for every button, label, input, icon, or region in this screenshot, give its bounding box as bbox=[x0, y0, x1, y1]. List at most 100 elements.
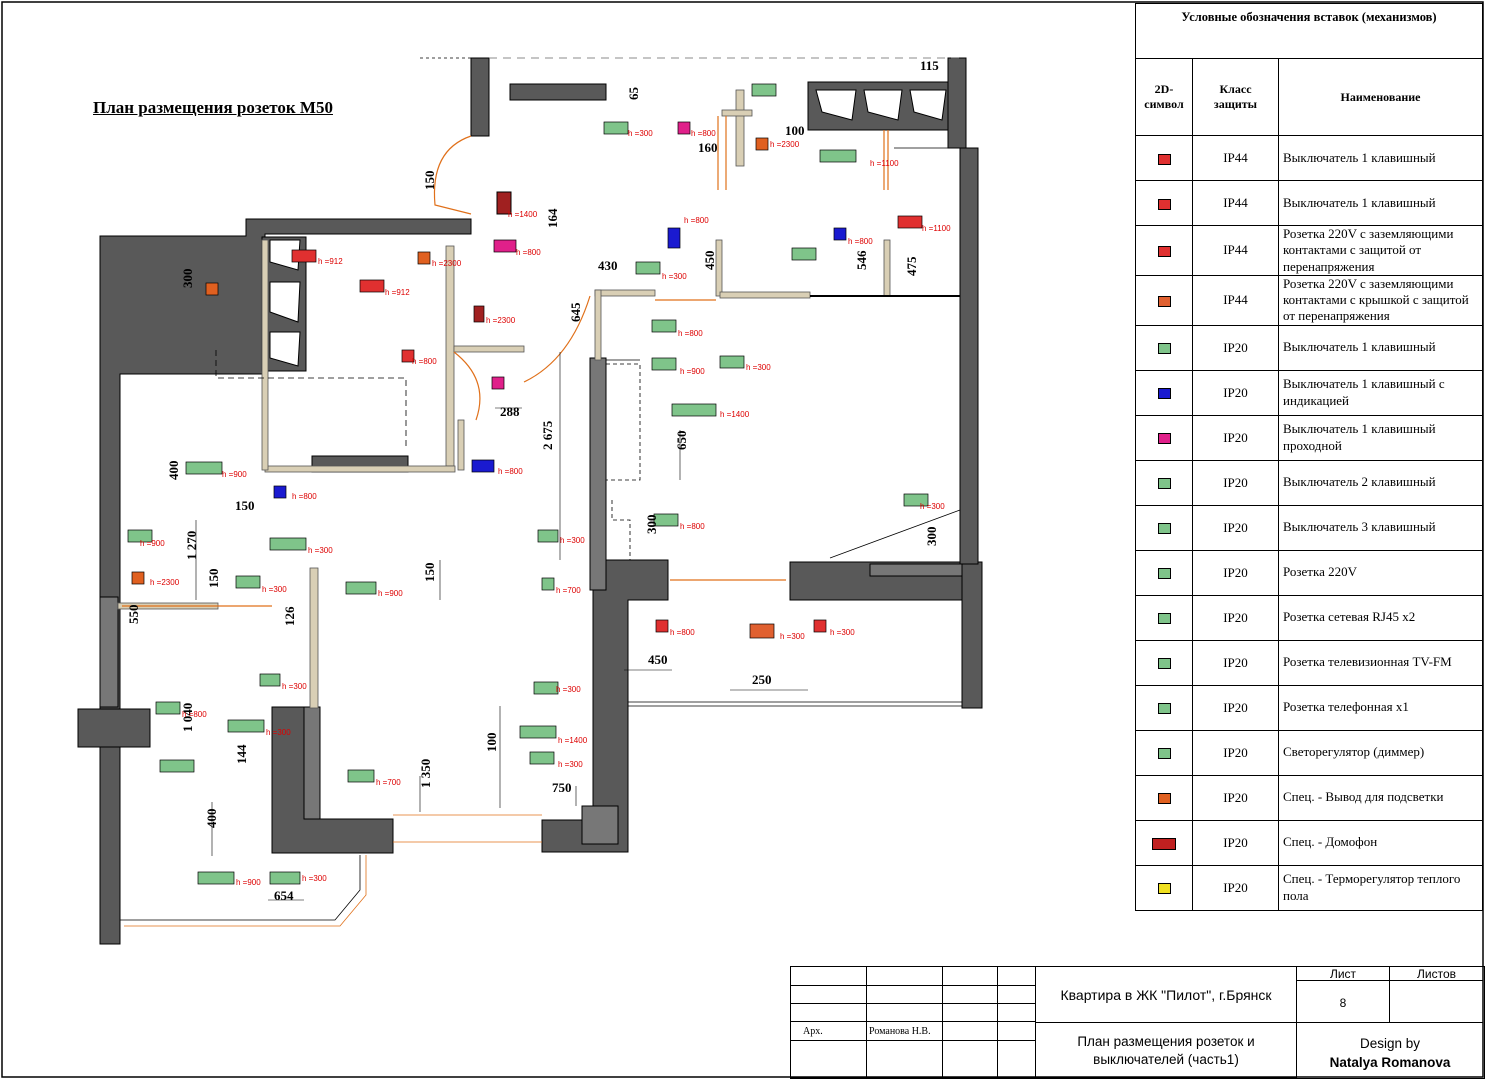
height-label: h =300 bbox=[558, 760, 583, 769]
legend-title: Условные обозначения вставок (механизмов… bbox=[1135, 3, 1483, 59]
legend-name: Розетка 220V bbox=[1278, 549, 1483, 596]
dimension-label: 1 350 bbox=[418, 758, 433, 788]
dimension-label: 100 bbox=[785, 123, 805, 138]
stamp-sheet-number: 8 bbox=[1339, 996, 1347, 1010]
height-label: h =300 bbox=[302, 874, 327, 883]
legend-symbol-icon bbox=[1157, 388, 1171, 400]
legend-symbol-icon bbox=[1157, 433, 1171, 445]
partitions bbox=[117, 89, 891, 709]
height-label: h =900 bbox=[236, 878, 261, 887]
height-label: h =900 bbox=[378, 589, 403, 598]
legend-symbol-icon bbox=[1157, 748, 1171, 760]
legend-symbol bbox=[1135, 274, 1193, 326]
legend-class: IP20 bbox=[1192, 414, 1279, 461]
dimension-label: 546 bbox=[854, 250, 869, 271]
dimension-label: 475 bbox=[904, 256, 919, 277]
dimension-label: 450 bbox=[702, 250, 717, 271]
height-label: h =300 bbox=[920, 502, 945, 511]
stamp-sheets-label: Листов bbox=[1417, 967, 1456, 981]
height-label: h =1100 bbox=[922, 224, 951, 233]
legend-symbol-icon bbox=[1157, 198, 1171, 210]
legend-symbol bbox=[1135, 774, 1193, 821]
dimension-label: 400 bbox=[204, 808, 219, 829]
legend-name: Спец. - Терморегулятор теплого пола bbox=[1278, 864, 1483, 911]
legend-symbol-icon bbox=[1157, 613, 1171, 625]
height-label: h =800 bbox=[498, 467, 523, 476]
legend-name: Розетка телевизионная TV-FM bbox=[1278, 639, 1483, 686]
legend-header-class: Класс защиты bbox=[1192, 58, 1279, 136]
legend-class: IP20 bbox=[1192, 504, 1279, 551]
legend-class: IP20 bbox=[1192, 819, 1279, 866]
orange-lines bbox=[122, 116, 889, 607]
legend-symbol bbox=[1135, 369, 1193, 416]
legend-header-name: Наименование bbox=[1278, 58, 1483, 136]
legend-class: IP20 bbox=[1192, 774, 1279, 821]
legend-symbol-icon bbox=[1152, 837, 1176, 850]
dimension-label: 550 bbox=[126, 604, 141, 625]
height-label: h =1400 bbox=[558, 736, 588, 745]
height-label: h =300 bbox=[560, 536, 585, 545]
legend-class: IP20 bbox=[1192, 639, 1279, 686]
legend-class: IP20 bbox=[1192, 324, 1279, 371]
dimension-lines bbox=[195, 352, 808, 901]
height-label: h =300 bbox=[746, 363, 771, 372]
height-label: h =2300 bbox=[486, 316, 516, 325]
height-label: h =300 bbox=[308, 546, 333, 555]
legend-name: Розетка сетевая RJ45 x2 bbox=[1278, 594, 1483, 641]
legend-name: Выключатель 1 клавишный с индикацией bbox=[1278, 369, 1483, 416]
height-label: h =912 bbox=[318, 257, 343, 266]
legend-symbol bbox=[1135, 459, 1193, 506]
legend-symbol bbox=[1135, 225, 1193, 276]
height-label: h =800 bbox=[680, 522, 705, 531]
dimension-label: 650 bbox=[674, 430, 689, 451]
dimension-label: 750 bbox=[552, 780, 572, 795]
legend-class: IP20 bbox=[1192, 864, 1279, 911]
dimension-label: 160 bbox=[698, 140, 718, 155]
legend-symbol bbox=[1135, 549, 1193, 596]
legend-symbol-icon bbox=[1157, 658, 1171, 670]
height-label: h =300 bbox=[556, 685, 581, 694]
height-label: h =300 bbox=[662, 272, 687, 281]
legend-name: Выключатель 1 клавишный bbox=[1278, 180, 1483, 226]
legend-name: Светорегулятор (диммер) bbox=[1278, 729, 1483, 776]
stamp-role: Арх. bbox=[803, 1026, 823, 1037]
stamp-designer: Natalya Romanova bbox=[1329, 1055, 1451, 1070]
dimension-label: 150 bbox=[422, 562, 437, 583]
dimension-label: 250 bbox=[752, 672, 772, 687]
legend-symbol-icon bbox=[1157, 245, 1171, 257]
height-label: h =800 bbox=[182, 710, 207, 719]
height-label: h =2300 bbox=[770, 140, 800, 149]
legend-symbol bbox=[1135, 180, 1193, 226]
height-label: h =900 bbox=[140, 539, 165, 548]
dimension-label: 2 675 bbox=[540, 420, 555, 450]
height-label: h =2300 bbox=[150, 578, 180, 587]
legend-name: Выключатель 1 клавишный bbox=[1278, 135, 1483, 181]
dimension-label: 100 bbox=[484, 732, 499, 753]
stamp-drawing-title: План размещения розеток и выключателей (… bbox=[1077, 1034, 1255, 1067]
height-label: h =912 bbox=[385, 288, 410, 297]
dimension-label: 115 bbox=[920, 58, 939, 73]
height-label: h =1400 bbox=[720, 410, 750, 419]
stamp-sheet-label: Лист bbox=[1329, 967, 1357, 981]
legend-symbol bbox=[1135, 819, 1193, 866]
legend-class: IP44 bbox=[1192, 225, 1279, 276]
legend-header-symbol: 2D-символ bbox=[1135, 58, 1193, 136]
height-label: h =800 bbox=[848, 237, 873, 246]
title-block: Арх. Романова Н.В. Квартира в ЖК "Пилот"… bbox=[790, 966, 1485, 1079]
dimension-label: 1 270 bbox=[184, 530, 199, 560]
legend-symbol-icon bbox=[1157, 883, 1171, 895]
legend-name: Розетка 220V с заземляющими контактами с… bbox=[1278, 225, 1483, 276]
height-label: h =800 bbox=[412, 357, 437, 366]
legend-symbol bbox=[1135, 684, 1193, 731]
